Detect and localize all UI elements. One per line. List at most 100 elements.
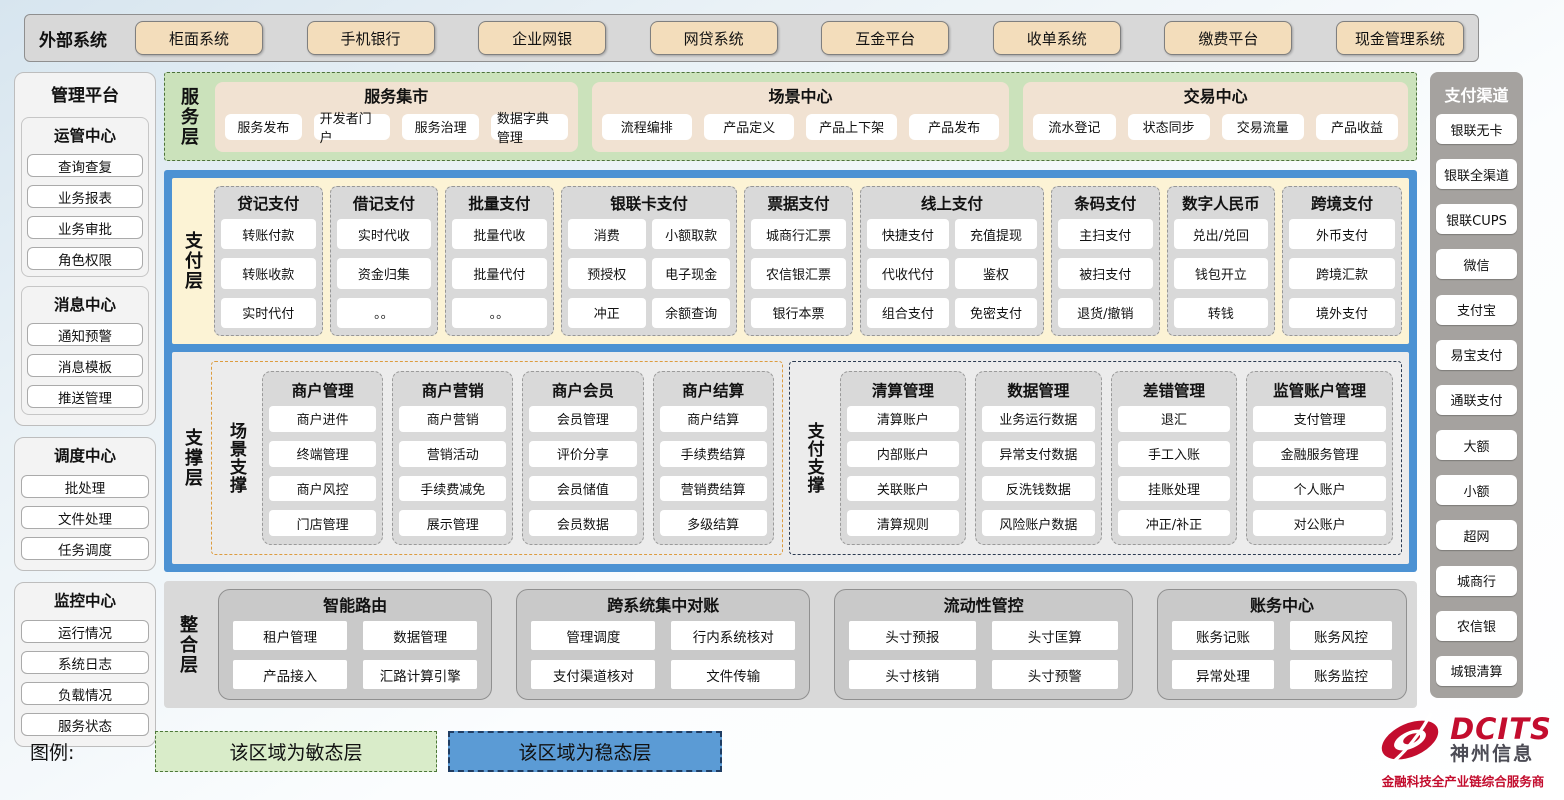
integration-layer-band: 整合层 智能路由 租户管理数据管理产品接入汇路计算引擎 跨系统集中对账 管理调度… [164,581,1417,708]
payment-group-title: 条码支付 [1074,195,1137,213]
support-group-title: 商户管理 [291,382,354,400]
service-item-box: 数据字典管理 [490,112,568,146]
support-item-box: 内部账户 [846,440,960,467]
payment-item-box: 钱包开立 [1173,258,1269,289]
payment-channel-box: 农信银 [1436,610,1517,641]
payment-item-box: 跨境汇款 [1289,258,1395,289]
service-item-box: 产品上下架 [806,113,897,140]
legend-agile-box: 该区域为敏态层 [155,731,437,772]
payment-channel-box: 通联支付 [1436,384,1517,415]
payment-support-label: 支付支撑 [803,422,824,494]
payment-item-box: 转钱 [1173,297,1269,328]
dispatch-center-items: 批处理文件处理任务调度 [21,475,149,560]
service-item-box: 产品定义 [704,113,795,140]
support-item-box: 营销费结算 [659,475,767,502]
monitor-center-items: 运行情况系统日志负载情况服务状态 [21,620,149,736]
management-item-box: 推送管理 [27,385,143,408]
payment-support-container: 支付支撑 清算管理 清算账户内部账户关联账户清算规则 数据管理 业务运行数据异常… [788,361,1402,555]
message-center-group: 消息中心 通知预警消息模板推送管理 [21,286,149,415]
management-item-box: 业务报表 [27,185,143,208]
support-group-title: 商户会员 [551,382,614,400]
external-systems-label: 外部系统 [39,30,107,51]
integration-item-box: 账务记账 [1171,621,1274,650]
support-group-title: 商户结算 [682,382,745,400]
service-item-box: 交易流量 [1221,113,1304,140]
support-item-box: 清算规则 [846,510,960,536]
payment-channel-box: 小额 [1436,475,1517,506]
service-layer-label: 服务层 [178,86,199,147]
payment-item-box: 实时代付 [221,297,316,328]
payment-layer-band: 支付层 贷记支付 转账付款转账收款实时代付 借记支付 实时代收资金归集。。 批量… [172,178,1409,344]
integration-item-box: 产品接入 [233,660,348,689]
payment-group-title: 贷记支付 [237,195,300,213]
payment-group-title: 线上支付 [920,195,983,213]
merchant-member-group: 商户会员 会员管理评价分享会员储值会员数据 [522,371,644,545]
payment-group-title: 借记支付 [352,195,415,213]
support-item-box: 个人账户 [1253,475,1386,502]
payment-item-box: 转账付款 [221,219,316,250]
payment-item-box: 。。 [336,297,432,328]
payment-group-title: 跨境支付 [1311,195,1374,213]
support-item-box: 营销活动 [399,440,507,467]
integration-item-box: 头寸匡算 [991,621,1118,650]
stable-layer-container: 支付层 贷记支付 转账付款转账收款实时代付 借记支付 实时代收资金归集。。 批量… [164,170,1417,572]
payment-layer-label: 支付层 [182,231,203,291]
integration-item-box: 行内系统核对 [671,621,796,650]
management-item-box: 服务状态 [21,713,149,736]
payment-channels-title: 支付渠道 [1444,86,1509,105]
payment-group-batch: 批量支付 批量代收批量代付。。 [445,186,554,336]
service-layer-band: 服务层 服务集市 服务发布开发者门户服务治理数据字典管理 场景中心 流程编排产品… [164,72,1417,161]
integration-item-box: 租户管理 [233,621,348,650]
payment-item-box: 代收代付 [866,258,949,289]
payment-channel-box: 银联全渠道 [1436,159,1517,190]
service-item-box: 状态同步 [1127,113,1210,140]
integration-group-title: 跨系统集中对账 [607,596,720,615]
data-management-group: 数据管理 业务运行数据异常支付数据反洗钱数据风险账户数据 [975,371,1102,545]
external-systems-list: 柜面系统手机银行企业网银网贷系统互金平台收单系统缴费平台现金管理系统 [135,21,1464,55]
support-item-box: 风险账户数据 [982,510,1095,536]
integration-item-box: 文件传输 [671,660,796,689]
payment-item-box: 境外支付 [1289,297,1395,328]
service-item-box: 产品发布 [908,113,1000,140]
service-item-box: 产品收益 [1315,113,1399,140]
dispatch-center-title: 调度中心 [53,447,116,465]
management-platform-panel: 管理平台 运管中心 查询查复业务报表业务审批角色权限 消息中心 通知预警消息模板… [14,72,156,426]
payment-item-box: 银行本票 [751,297,846,328]
payment-group-barcode: 条码支付 主扫支付被扫支付退货/撤销 [1051,186,1160,336]
support-group-title: 监管账户管理 [1273,382,1367,400]
payment-item-box: 兑出/兑回 [1173,219,1269,250]
management-platform-title: 管理平台 [51,86,119,106]
payment-item-box: 退货/撤销 [1058,297,1153,328]
transaction-center-group: 交易中心 流水登记状态同步交易流量产品收益 [1023,81,1408,152]
integration-groups: 智能路由 租户管理数据管理产品接入汇路计算引擎 跨系统集中对账 管理调度行内系统… [218,589,1407,700]
support-item-box: 展示管理 [399,510,507,536]
management-item-box: 系统日志 [21,651,149,674]
payment-channel-box: 银联CUPS [1436,204,1517,235]
payment-item-box: 资金归集 [336,258,432,289]
payment-group-online: 线上支付 快捷支付充值提现代收代付鉴权组合支付免密支付 [859,186,1044,336]
payment-item-box: 城商行汇票 [751,219,846,250]
payment-group-title: 批量支付 [468,195,531,213]
management-item-box: 消息模板 [27,354,143,377]
payment-item-box: 主扫支付 [1058,219,1153,250]
external-system-box: 收单系统 [992,21,1121,55]
payment-item-box: 鉴权 [954,258,1037,289]
clearing-management-group: 清算管理 清算账户内部账户关联账户清算规则 [839,371,967,545]
payment-group-debit: 借记支付 实时代收资金归集。。 [329,186,439,336]
support-item-box: 冲正/补正 [1117,510,1231,536]
main-architecture-column: 服务层 服务集市 服务发布开发者门户服务治理数据字典管理 场景中心 流程编排产品… [164,72,1417,708]
payment-item-box: 余额查询 [651,297,731,328]
support-item-box: 异常支付数据 [982,440,1095,467]
support-layer-label: 支撑层 [182,428,203,488]
payment-item-box: 消费 [567,219,646,250]
scenario-center-items: 流程编排产品定义产品上下架产品发布 [601,109,1000,145]
accounting-center-group: 账务中心 账务记账账务风控异常处理账务监控 [1156,589,1407,700]
payment-item-box: 快捷支付 [866,219,949,250]
support-item-box: 商户进件 [269,406,377,432]
payment-item-box: 电子现金 [651,258,731,289]
payment-item-box: 预授权 [567,258,646,289]
legend: 图例: 该区域为敏态层 该区域为稳态层 [30,731,722,772]
payment-item-box: 冲正 [567,297,646,328]
service-market-items: 服务发布开发者门户服务治理数据字典管理 [225,109,568,146]
